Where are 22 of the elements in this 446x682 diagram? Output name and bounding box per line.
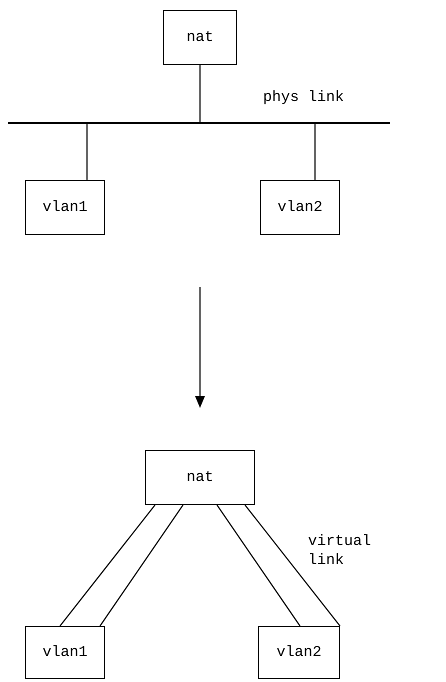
connector-line — [244, 504, 340, 626]
connector-line — [216, 504, 300, 626]
connector-line — [199, 65, 201, 122]
network-box — [25, 180, 105, 235]
bus-line — [8, 122, 390, 124]
network-box — [145, 450, 255, 505]
box-label: vlan2 — [276, 644, 322, 661]
connector-line — [86, 124, 88, 180]
box-label: vlan2 — [277, 199, 322, 216]
connector-line — [60, 504, 156, 626]
network-box — [25, 626, 105, 679]
connector-line — [100, 504, 184, 626]
box-label: nat — [186, 29, 214, 46]
box-label: vlan1 — [42, 199, 88, 216]
box-label: nat — [186, 469, 214, 486]
box-label: vlan1 — [42, 644, 88, 661]
connector-line — [314, 124, 316, 180]
link-label: virtual link — [308, 532, 372, 570]
network-box — [260, 180, 340, 235]
network-box — [163, 10, 237, 65]
link-label: phys link — [263, 88, 344, 107]
network-box — [258, 626, 340, 679]
